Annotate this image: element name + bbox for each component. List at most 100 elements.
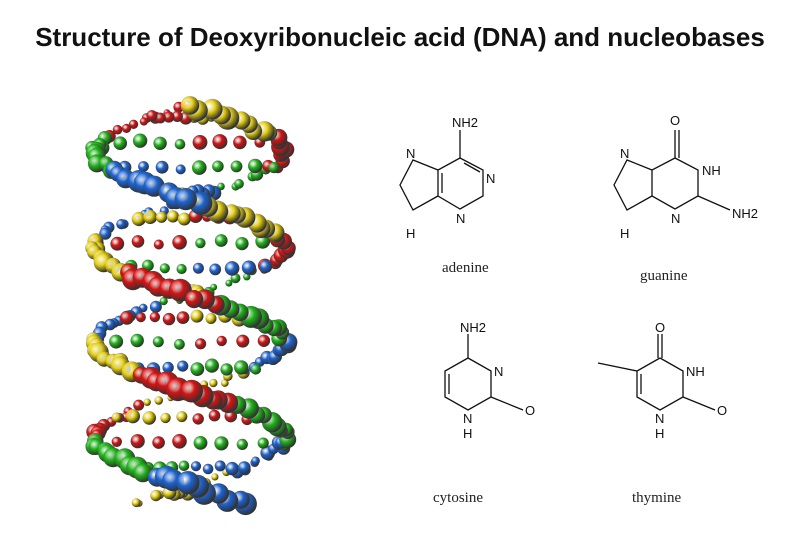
helix-atom	[131, 211, 146, 227]
helix-atom	[131, 498, 141, 508]
helix-atom	[230, 273, 241, 284]
helix-atom	[154, 396, 163, 405]
helix-atom	[99, 227, 112, 240]
thymine-structure: O NH N H O thymine	[597, 320, 727, 506]
helix-atom	[250, 364, 262, 375]
helix-atom	[135, 312, 146, 323]
helix-atom	[238, 461, 251, 474]
helix-atom	[208, 409, 221, 422]
helix-atom	[130, 434, 145, 449]
helix-atom	[119, 310, 134, 325]
page-title: Structure of Deoxyribonucleic acid (DNA)…	[35, 22, 765, 52]
helix-atom	[257, 437, 269, 449]
helix-atom	[152, 336, 164, 348]
helix-atom	[195, 338, 207, 350]
adenine-n1: N	[486, 171, 495, 186]
guanine-n7: N	[620, 146, 629, 161]
helix-atom	[243, 273, 251, 281]
helix-atom	[212, 160, 224, 173]
thymine-h: H	[655, 426, 664, 441]
helix-atom	[174, 188, 197, 211]
helix-atom	[128, 119, 139, 129]
helix-atom	[133, 463, 153, 483]
helix-atom	[190, 461, 202, 472]
helix-atom	[149, 311, 161, 323]
helix-atom	[192, 413, 204, 425]
helix-atom	[159, 263, 170, 274]
helix-atom	[236, 334, 250, 348]
helix-atom	[209, 263, 222, 276]
cytosine-o: O	[525, 403, 535, 418]
adenine-structure: NH2 N N N H adenine	[399, 115, 495, 276]
helix-atom	[125, 409, 140, 424]
helix-atom	[214, 460, 226, 472]
helix-atom	[248, 158, 263, 174]
helix-atom	[162, 312, 176, 326]
helix-atom	[133, 399, 145, 411]
helix-atom	[138, 161, 149, 172]
cytosine-structure: NH2 N N H O cytosine	[433, 320, 535, 506]
adenine-n9h: H	[406, 226, 415, 241]
helix-atom	[162, 361, 174, 374]
helix-atom	[139, 117, 148, 126]
helix-atom	[204, 358, 219, 373]
helix-atom	[143, 398, 151, 406]
helix-atom	[155, 211, 168, 223]
helix-atom	[192, 135, 208, 150]
helix-atom	[193, 436, 208, 450]
helix-atom	[172, 434, 187, 449]
helix-atom	[192, 160, 207, 175]
helix-atom	[175, 164, 186, 175]
helix-atom	[224, 261, 240, 276]
helix-atom	[160, 412, 171, 424]
guanine-n9h: H	[620, 226, 629, 241]
thymine-n1: N	[655, 411, 664, 426]
helix-atom	[241, 260, 256, 275]
helix-atom	[174, 338, 185, 350]
helix-atom	[153, 136, 167, 150]
guanine-nh2: NH2	[732, 206, 758, 221]
dna-helix-model	[85, 96, 298, 516]
helix-atom	[109, 334, 124, 349]
helix-atom	[259, 260, 273, 273]
helix-atom	[142, 411, 156, 425]
guanine-n: N	[671, 211, 680, 226]
helix-atom	[225, 461, 239, 476]
helix-atom	[209, 378, 218, 388]
helix-atom	[212, 134, 228, 150]
helix-atom	[153, 239, 164, 250]
adenine-label: adenine	[442, 260, 489, 276]
helix-atom	[143, 210, 158, 224]
adenine-n7: N	[406, 146, 415, 161]
helix-atom	[176, 263, 187, 275]
helix-atom	[216, 335, 227, 347]
helix-atom	[155, 160, 169, 174]
helix-atom	[111, 412, 122, 423]
helix-atom	[176, 311, 190, 324]
helix-atom	[214, 436, 229, 451]
cytosine-nh2: NH2	[460, 320, 486, 335]
helix-atom	[180, 96, 200, 115]
cytosine-n3: N	[494, 364, 503, 379]
thymine-label: thymine	[632, 490, 682, 506]
helix-atom	[163, 111, 175, 123]
helix-atom	[214, 234, 228, 247]
helix-atom	[177, 212, 191, 226]
cytosine-label: cytosine	[433, 490, 483, 506]
helix-atom	[211, 473, 219, 481]
thymine-o-right: O	[717, 403, 727, 418]
helix-atom	[110, 236, 125, 251]
helix-atom	[234, 178, 244, 189]
helix-atom	[159, 297, 168, 306]
helix-atom	[236, 438, 248, 450]
cytosine-h: H	[463, 426, 472, 441]
helix-atom	[205, 313, 217, 324]
helix-atom	[230, 160, 243, 173]
guanine-structure: O NH N NH2 N H guanine	[613, 113, 758, 284]
helix-atom	[220, 363, 233, 376]
guanine-o: O	[670, 113, 680, 128]
helix-atom	[268, 162, 280, 174]
thymine-o-top: O	[655, 320, 665, 335]
helix-atom	[171, 110, 183, 122]
helix-atom	[251, 456, 260, 466]
